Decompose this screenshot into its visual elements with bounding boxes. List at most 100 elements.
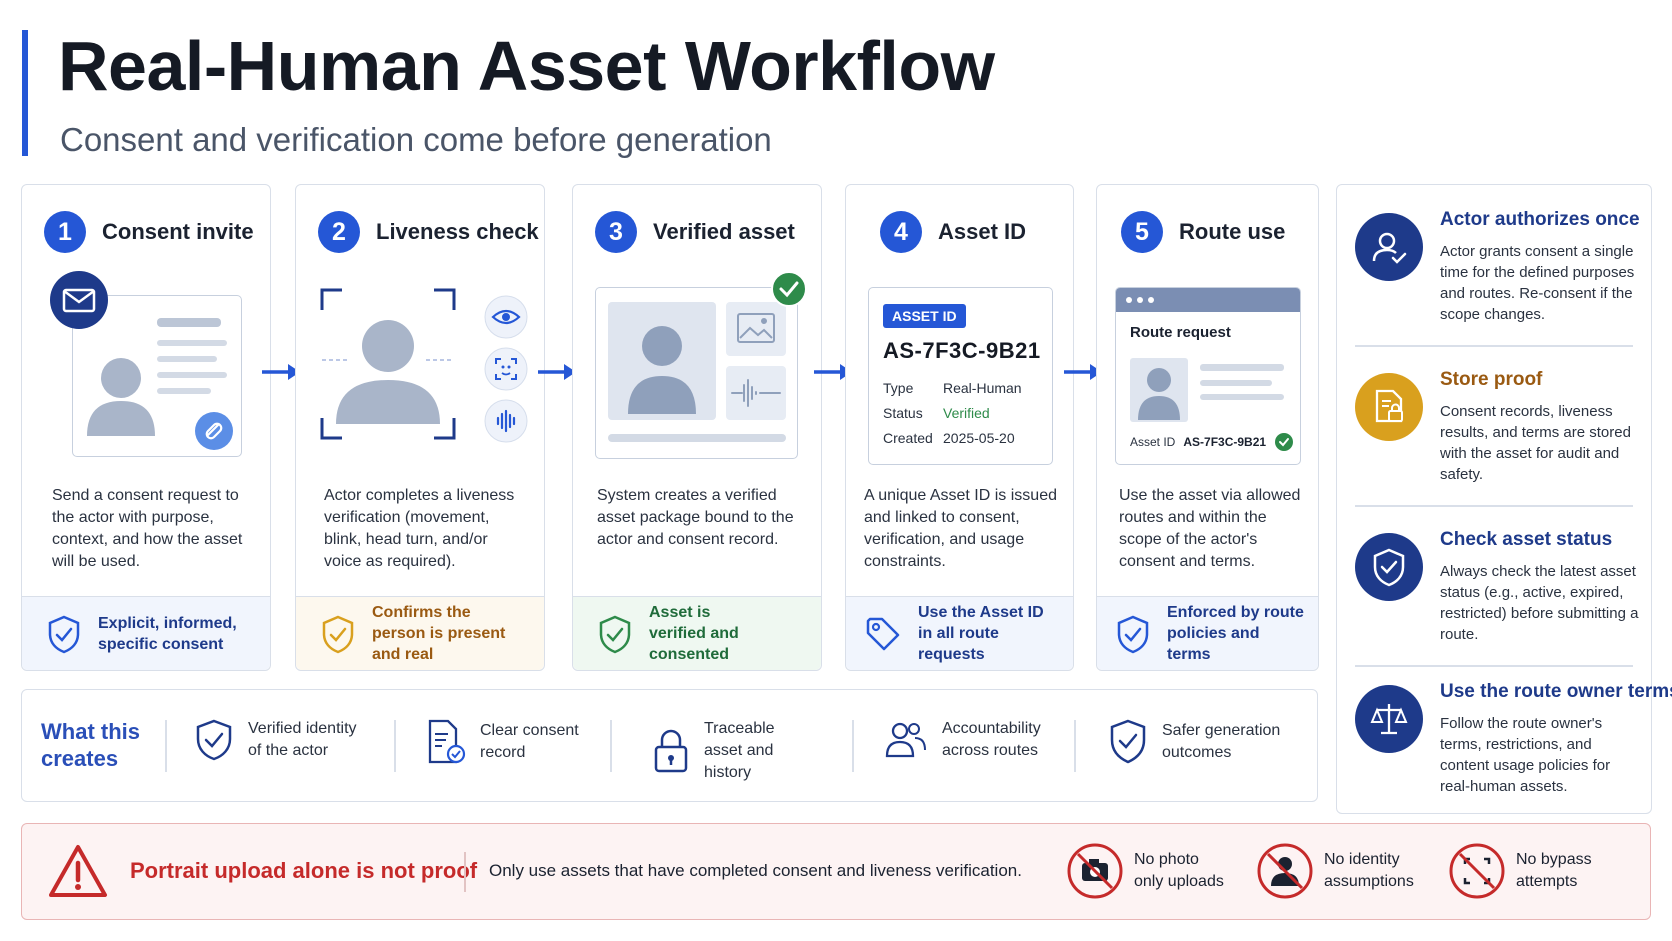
step-footer-text: Use the Asset ID in all route requests [918, 604, 1044, 663]
route-asset-label: Asset ID [1130, 435, 1176, 449]
divider [852, 720, 854, 772]
step-description: System creates a verified asset package … [597, 487, 794, 548]
guideline-store-proof: Store proof Consent records, liveness re… [1337, 345, 1651, 505]
guideline-title: Store proof [1440, 369, 1543, 390]
warning-item-text: No bypass attempts [1516, 851, 1592, 890]
benefit-text: Safer generation outcomes [1162, 722, 1281, 761]
benefits-strip: What this creates Verified identity of t… [21, 689, 1318, 802]
meta-key: Created [883, 430, 933, 446]
asset-meta-row: Type Real-Human [883, 376, 1038, 401]
warning-item-text: No identity assumptions [1324, 851, 1414, 890]
step-header: 2 Liveness check [318, 211, 539, 253]
users-icon [885, 722, 926, 758]
step-footer: Confirms the person is present and real [296, 596, 544, 670]
guideline-actor-authorizes: Actor authorizes once Actor grants conse… [1337, 185, 1651, 345]
meta-key: Status [883, 405, 923, 421]
asset-meta-row: Status Verified [883, 401, 1038, 426]
asset-package-illustration [595, 287, 798, 459]
meta-key: Type [883, 380, 914, 396]
guideline-text: Actor grants consent a single time for t… [1440, 243, 1635, 323]
warning-title: Portrait upload alone is not proof [130, 858, 478, 883]
shield-check-icon [1117, 615, 1149, 653]
shield-check-icon [599, 615, 631, 653]
no-camera-icon [1067, 843, 1123, 899]
step-description: Actor completes a liveness verification … [324, 487, 515, 570]
step-description: Use the asset via allowed routes and wit… [1119, 487, 1301, 570]
step-footer-text: Confirms the person is present and real [372, 604, 506, 663]
guideline-title: Actor authorizes once [1440, 209, 1640, 230]
warning-text: Only use assets that have completed cons… [489, 861, 1022, 880]
guideline-title: Check asset status [1440, 529, 1613, 550]
divider [1355, 505, 1633, 507]
shield-check-icon [196, 719, 232, 761]
step-number: 1 [44, 211, 86, 253]
warning-banner: Portrait upload alone is not proof Only … [21, 823, 1651, 920]
divider [394, 720, 396, 772]
guideline-title: Use the route owner terms [1440, 681, 1672, 702]
tag-icon [866, 617, 900, 650]
mail-icon [50, 271, 108, 334]
no-bypass-icon [1449, 843, 1505, 899]
meta-value-status: Verified [943, 405, 990, 421]
verified-check-icon [1275, 433, 1294, 451]
step-title: Route use [1179, 219, 1286, 244]
divider [1355, 665, 1633, 667]
guideline-text: Consent records, liveness results, and t… [1440, 403, 1631, 483]
step-card-consent-invite: 1 Consent invite Send a consent request … [21, 184, 271, 671]
benefit-text: Verified identity of the actor [248, 720, 357, 759]
route-asset-value: AS-7F3C-9B21 [1183, 435, 1267, 449]
divider [1074, 720, 1076, 772]
link-icon [194, 411, 234, 456]
shield-check-icon [1110, 719, 1146, 764]
guideline-text: Always check the latest asset status (e.… [1440, 563, 1639, 643]
no-person-icon [1257, 843, 1313, 899]
guideline-check-status: Check asset status Always check the late… [1337, 505, 1651, 665]
guideline-route-owner-terms: Use the route owner terms Follow the rou… [1337, 657, 1672, 817]
divider [165, 720, 167, 772]
meta-value: Real-Human [943, 380, 1022, 396]
step-header: 1 Consent invite [44, 211, 254, 253]
step-footer-text: Asset is verified and consented [649, 604, 739, 663]
step-header: 5 Route use [1121, 211, 1285, 253]
step-title: Verified asset [653, 219, 795, 244]
document-lock-icon [1355, 373, 1423, 441]
meta-value: 2025-05-20 [943, 430, 1015, 446]
warning-item: No bypass attempts [1448, 842, 1600, 900]
face-scan-frame [320, 288, 456, 445]
asset-id-badge: ASSET ID [883, 304, 966, 328]
profile-placeholder [87, 318, 227, 436]
warning-item: No photo only uploads [1066, 842, 1226, 900]
divider [1355, 345, 1633, 347]
asset-meta: Type Real-Human Status Verified Created 202… [883, 376, 1038, 451]
step-footer: Asset is verified and consented [573, 596, 821, 670]
user-check-icon [1355, 213, 1423, 281]
warning-item: No identity assumptions [1256, 842, 1416, 900]
benefit-item: Verified identity of the actor [194, 718, 366, 762]
benefit-item: Traceable asset and history [652, 718, 814, 784]
step-footer-text: Enforced by route policies and terms [1167, 604, 1304, 663]
benefit-item: Accountability across routes [884, 718, 1042, 762]
route-request-window: Route request Asset ID AS-7F3C-9B21 [1115, 287, 1301, 465]
benefit-item: Clear consent record [426, 718, 580, 766]
step-footer-text: Explicit, informed, specific consent [98, 614, 237, 653]
route-asset-row: Asset ID AS-7F3C-9B21 [1130, 432, 1294, 452]
step-number: 4 [880, 211, 922, 253]
step-header: 3 Verified asset [595, 211, 795, 253]
eye-icon [484, 295, 528, 344]
voice-icon [484, 399, 528, 448]
divider [610, 720, 612, 772]
step-number: 5 [1121, 211, 1163, 253]
benefit-text: Clear consent record [480, 722, 579, 761]
flow-arrow [262, 364, 300, 380]
step-title: Asset ID [938, 219, 1027, 244]
benefit-text: Accountability across routes [942, 720, 1041, 759]
verified-check-icon [771, 271, 807, 312]
route-request-title: Route request [1130, 324, 1231, 341]
step-card-verified-asset: 3 Verified asset System creates a verifi… [572, 184, 822, 671]
step-footer: Use the Asset ID in all route requests [846, 596, 1073, 670]
warning-item-text: No photo only uploads [1134, 851, 1224, 890]
lock-icon [654, 729, 688, 773]
window-titlebar [1116, 288, 1300, 312]
